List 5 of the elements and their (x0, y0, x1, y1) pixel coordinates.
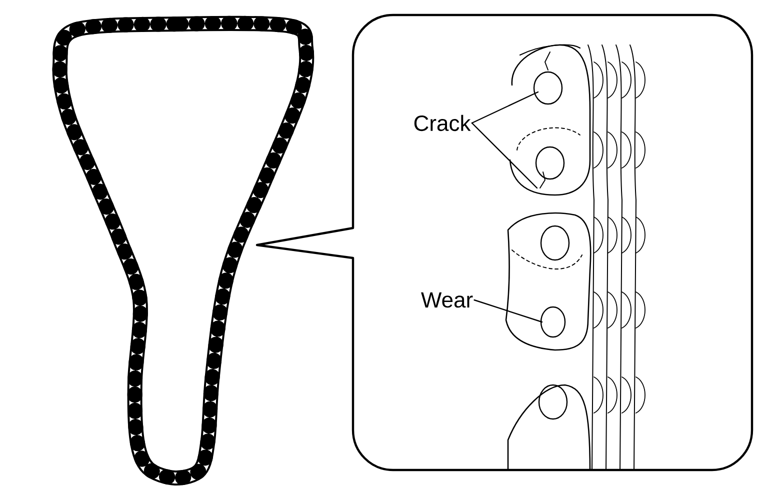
leader-line (471, 91, 539, 124)
callout-label: Crack (414, 114, 471, 132)
callout-label: Wear (421, 292, 473, 308)
leader-line (471, 122, 538, 189)
leader-line (474, 299, 543, 323)
